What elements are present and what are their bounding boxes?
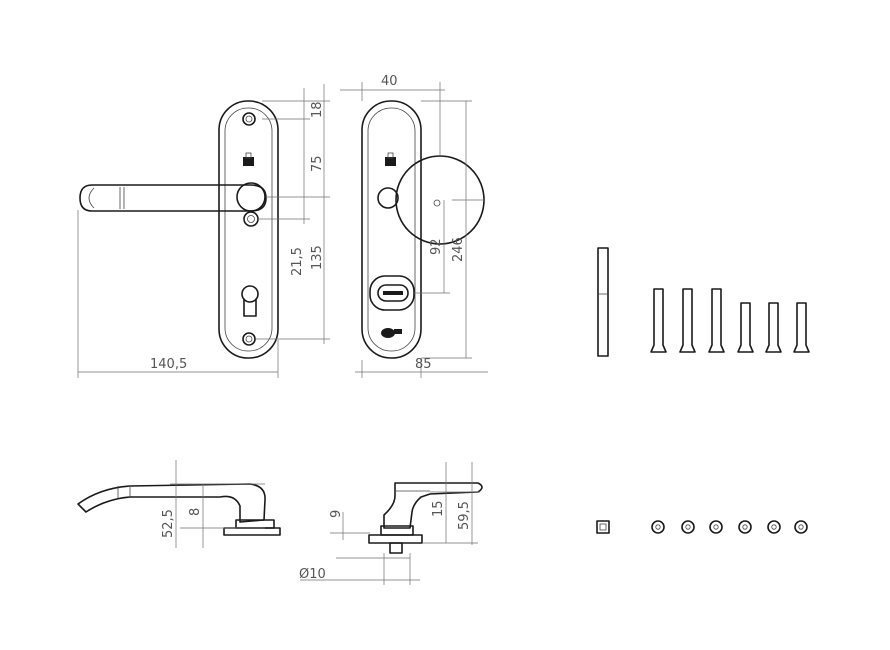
dim-top-gap: 18 (310, 101, 325, 118)
dim-plate-width: 85 (415, 357, 432, 372)
dim-lower-spacing: 135 (310, 245, 325, 270)
dim-upper-spacing: 75 (310, 155, 325, 172)
lock-icon (243, 152, 254, 166)
dim-knob-height: 92 (429, 238, 444, 255)
dim-plate-height: 246 (451, 237, 466, 262)
thumbturn (369, 275, 415, 311)
dim-spindle-diameter: Ø10 (299, 567, 326, 582)
unlock-icon (381, 328, 402, 338)
lever-plate-front-view (218, 100, 279, 359)
lever-side-view (77, 483, 281, 536)
cylinder-keyhole (241, 285, 259, 317)
screw-heads (651, 520, 808, 534)
dimension-labels: 140,5 18 75 21,5 135 40 92 246 85 52,5 8… (150, 74, 472, 582)
dim-small-offset: 21,5 (290, 247, 305, 276)
lock-icon (385, 152, 396, 166)
screw-set (597, 247, 810, 357)
dim-lever-height: 52,5 (161, 509, 176, 538)
dim-front-width: 140,5 (150, 357, 187, 372)
knob-plate-front-view (361, 100, 485, 359)
dim-rosette-width: 40 (381, 74, 398, 89)
knob-side-view (368, 482, 483, 554)
dim-knob-depth: 59,5 (457, 501, 472, 530)
lever-handle (79, 184, 267, 212)
dim-lever-offset: 8 (188, 508, 203, 516)
dim-knob-step: 9 (329, 510, 344, 518)
dim-knob-rise: 15 (431, 500, 446, 517)
dimension-lines (77, 82, 488, 585)
square-spindle-end (596, 520, 610, 534)
